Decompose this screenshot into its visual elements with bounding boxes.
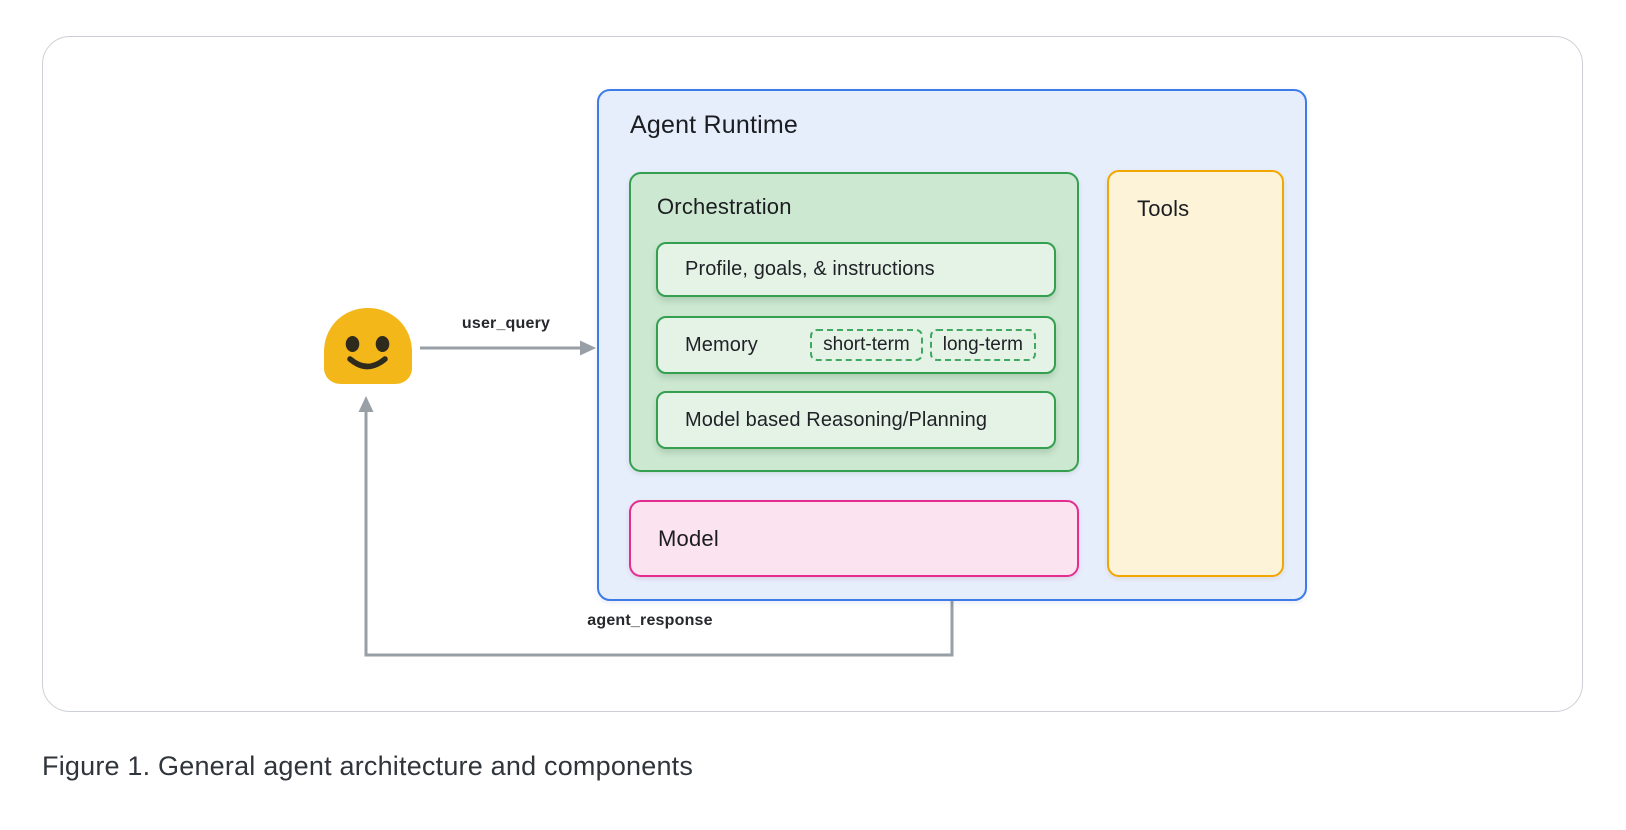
agent-response-label: agent_response [587, 612, 713, 629]
profile-goals-instructions-label: Profile, goals, & instructions [685, 258, 935, 280]
profile-goals-instructions-box: Profile, goals, & instructions [656, 242, 1056, 297]
tools-title: Tools [1137, 196, 1190, 221]
agent-runtime-box: Agent Runtime Orchestration Profile, goa… [597, 89, 1307, 601]
agent-runtime-title: Agent Runtime [630, 111, 798, 139]
model-based-reasoning-planning-label: Model based Reasoning/Planning [685, 408, 988, 431]
user-smiley-icon [322, 307, 414, 385]
memory-chip-short-term: short-term [810, 329, 923, 361]
model-title: Model [658, 525, 719, 551]
memory-chip-row: short-term long-term [810, 329, 1036, 361]
user-query-label: user_query [461, 315, 551, 332]
figure-caption: Figure 1. General agent architecture and… [42, 751, 694, 781]
memory-chip-long-term: long-term [929, 329, 1036, 361]
memory-label: Memory [685, 333, 758, 356]
orchestration-title: Orchestration [657, 194, 792, 219]
model-based-reasoning-planning-box: Model based Reasoning/Planning [656, 391, 1056, 449]
orchestration-box: Orchestration Profile, goals, & instruct… [629, 172, 1079, 472]
model-box: Model [629, 500, 1079, 577]
tools-box: Tools [1107, 170, 1284, 577]
memory-box: Memory short-term long-term [656, 316, 1056, 374]
